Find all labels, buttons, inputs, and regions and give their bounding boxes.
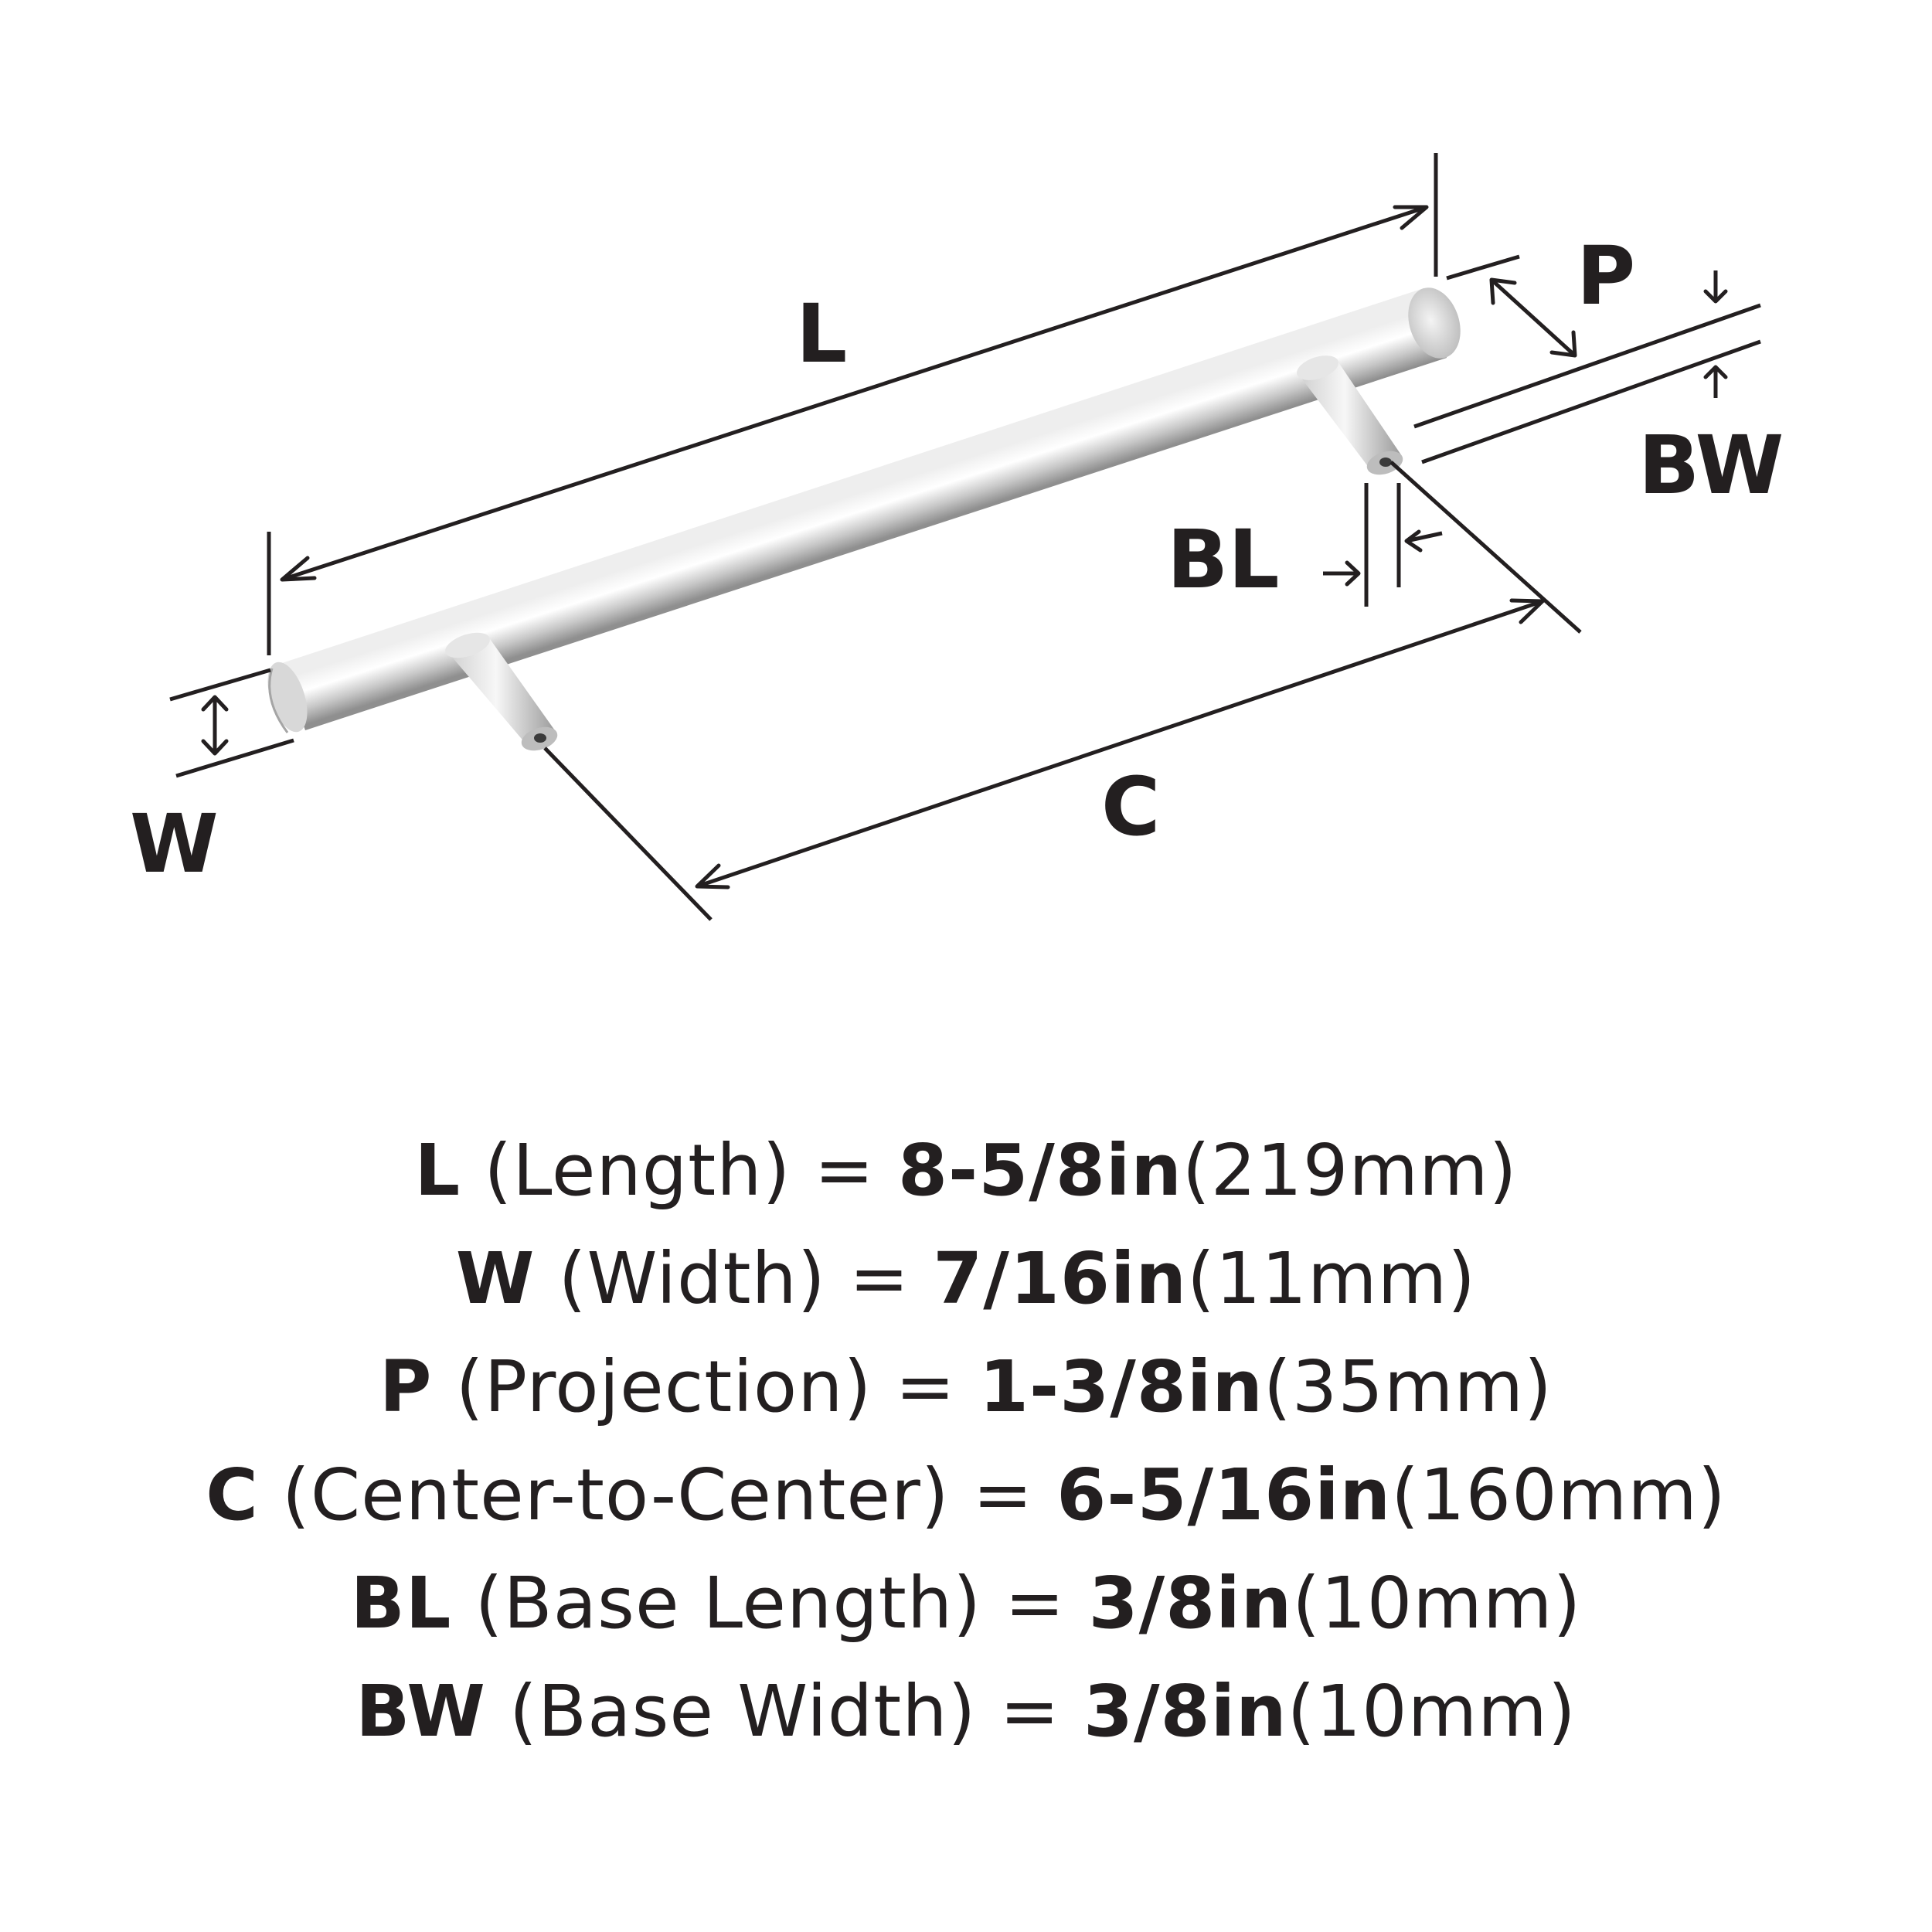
spec-inch-value: 1-3/8in — [979, 1345, 1264, 1428]
spec-key: L — [414, 1129, 461, 1212]
label-C: C — [1101, 760, 1160, 854]
spec-key: C — [206, 1454, 259, 1536]
length-arrow-right — [1393, 205, 1429, 230]
right-screw-hole — [1379, 457, 1392, 467]
right-mounting-post — [1297, 355, 1403, 475]
center-leader-right — [1389, 461, 1582, 634]
spec-mm-value: (11mm) — [1186, 1237, 1477, 1320]
spec-key: W — [455, 1237, 536, 1320]
width-arrow-bottom — [201, 739, 229, 756]
spec-description: (Center-to-Center) = — [258, 1454, 1057, 1536]
dimension-specifications: L (Length) = 8-5/8in(219mm) W (Width) = … — [0, 1117, 1932, 1766]
spec-key: BW — [355, 1670, 486, 1753]
bar-pull-rod — [267, 287, 1461, 733]
base-length-arrow-right — [1404, 529, 1423, 553]
spec-inch-value: 3/8in — [1088, 1562, 1293, 1645]
base-length-arrow-left — [1345, 560, 1361, 587]
spec-mm-value: (35mm) — [1263, 1345, 1553, 1428]
spec-mm-value: (10mm) — [1292, 1562, 1582, 1645]
spec-inch-value: 7/16in — [933, 1237, 1187, 1320]
center-to-center-dimension: C — [543, 461, 1582, 921]
spec-description: (Base Width) = — [485, 1670, 1083, 1753]
spec-inch-value: 6-5/16in — [1056, 1454, 1392, 1536]
spec-base-length: BL (Base Length) = 3/8in(10mm) — [0, 1549, 1932, 1658]
label-BW: BW — [1638, 418, 1784, 512]
length-dimension: L — [267, 153, 1438, 655]
label-L: L — [796, 287, 847, 381]
projection-dimension: P — [1446, 229, 1635, 358]
projection-arrow-top — [1489, 277, 1517, 305]
spec-base-width: BW (Base Width) = 3/8in(10mm) — [0, 1658, 1932, 1766]
spec-key: P — [379, 1345, 433, 1428]
spec-description: (Length) = — [461, 1129, 899, 1212]
projection-arrow-bottom — [1549, 330, 1577, 358]
bar-pull-dimension-drawing: L W P BW BL — [130, 153, 1784, 921]
label-W: W — [130, 797, 219, 891]
spec-inch-value: 8-5/8in — [898, 1129, 1182, 1212]
spec-description: (Width) = — [535, 1237, 934, 1320]
spec-description: (Projection) = — [432, 1345, 979, 1428]
spec-width: W (Width) = 7/16in(11mm) — [0, 1225, 1932, 1333]
width-dimension: W — [130, 668, 294, 891]
spec-mm-value: (160mm) — [1391, 1454, 1726, 1536]
base-length-dimension: BL — [1167, 483, 1443, 607]
length-arrow-left — [280, 556, 317, 582]
width-arrow-top — [201, 695, 229, 712]
label-BL: BL — [1167, 512, 1280, 607]
label-P: P — [1577, 229, 1635, 323]
center-arrow-right — [1509, 598, 1545, 624]
center-arrow-left — [695, 863, 730, 889]
spec-description: (Base Length) = — [451, 1562, 1089, 1645]
spec-inch-value: 3/8in — [1083, 1670, 1287, 1753]
left-screw-hole — [534, 733, 546, 743]
spec-mm-value: (10mm) — [1287, 1670, 1577, 1753]
center-leader-left — [543, 747, 713, 921]
base-width-arrow-top — [1703, 289, 1728, 304]
left-mounting-post — [445, 632, 558, 751]
spec-projection: P (Projection) = 1-3/8in(35mm) — [0, 1333, 1932, 1441]
base-width-arrow-bottom — [1703, 365, 1728, 379]
spec-center-to-center: C (Center-to-Center) = 6-5/16in(160mm) — [0, 1441, 1932, 1549]
spec-length: L (Length) = 8-5/8in(219mm) — [0, 1117, 1932, 1225]
spec-mm-value: (219mm) — [1182, 1129, 1518, 1212]
spec-key: BL — [350, 1562, 452, 1645]
base-width-dimension: BW — [1413, 270, 1784, 512]
